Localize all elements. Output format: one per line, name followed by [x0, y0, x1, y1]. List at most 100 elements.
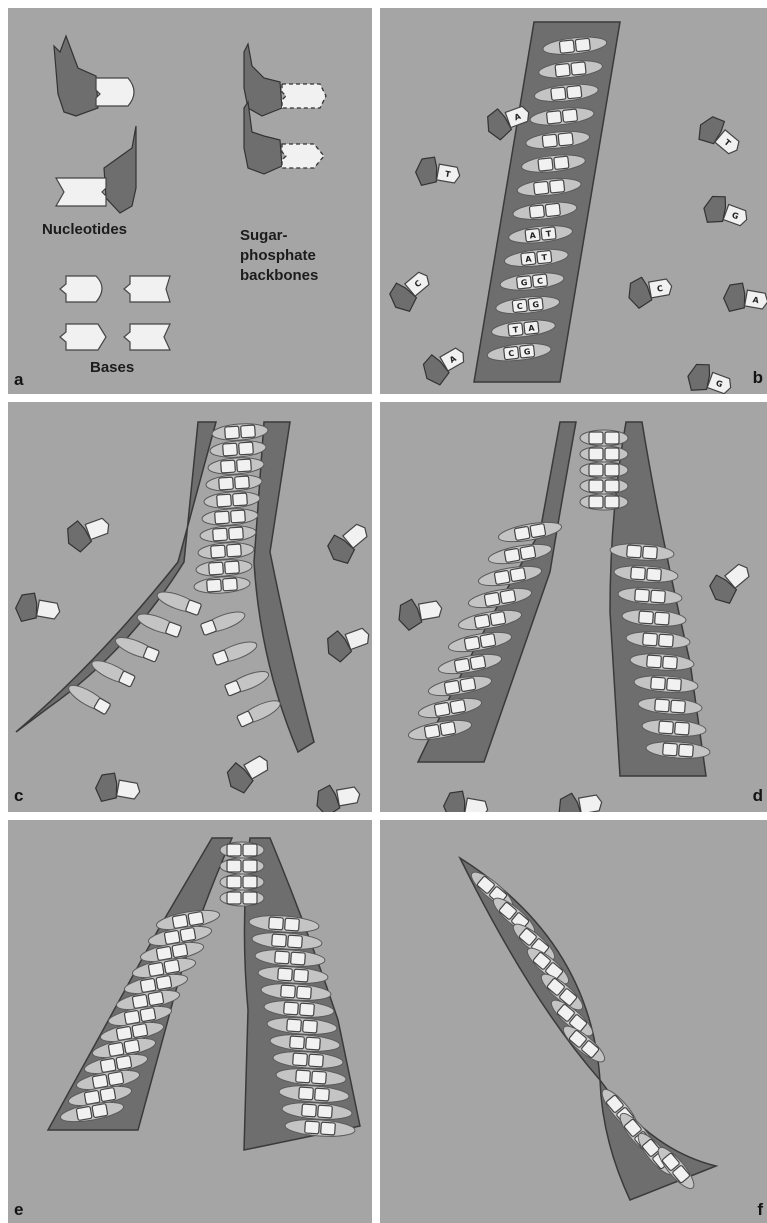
rung-ellipse — [198, 541, 255, 561]
sugar-phosphate-label-line3: backbones — [240, 266, 318, 286]
base-left — [484, 592, 500, 606]
base-right — [239, 442, 254, 455]
base-right — [300, 1003, 315, 1016]
free-nucleotide: A — [418, 341, 471, 389]
bases-label: Bases — [90, 358, 134, 378]
base-right — [490, 611, 506, 625]
base-right — [243, 892, 257, 904]
base-left — [589, 496, 603, 508]
base-left — [639, 611, 654, 624]
nucleotide-base — [117, 780, 141, 800]
rung-ellipse — [208, 456, 265, 476]
base-pair-rung — [220, 874, 264, 890]
base-letter: C — [516, 302, 523, 312]
base-right — [140, 1007, 156, 1021]
nucleotides-label: Nucleotides — [42, 220, 127, 240]
base-right — [655, 612, 670, 625]
base-right — [223, 578, 238, 591]
rung-ellipse — [580, 430, 628, 446]
base-left — [227, 892, 241, 904]
free-nucleotide: G — [684, 359, 736, 394]
free-nucleotide — [323, 621, 372, 664]
free-nucleotide: A — [722, 280, 767, 317]
base-right — [294, 969, 309, 982]
base-right — [172, 943, 188, 957]
single-strand-rung — [236, 696, 283, 728]
base-right — [116, 1055, 132, 1069]
base-pair-rung — [220, 858, 264, 874]
base-left — [227, 844, 241, 856]
base-left — [538, 158, 553, 171]
nucleotide-sugar — [396, 598, 423, 631]
base-right — [659, 634, 674, 647]
base-shape — [124, 276, 170, 302]
panel-label-c: c — [14, 786, 23, 806]
rung-ellipse — [580, 446, 628, 462]
base-pair-rung — [200, 524, 257, 544]
panel-c: c — [8, 402, 372, 812]
base-left — [296, 1070, 311, 1083]
base-left — [211, 545, 226, 558]
base-pair-rung — [580, 446, 628, 462]
panel-e: e — [8, 820, 372, 1223]
base-left — [655, 699, 670, 712]
base-shape — [124, 324, 170, 350]
single-strand-rung — [212, 638, 259, 667]
base-shape — [60, 324, 106, 350]
base-letter: G — [523, 347, 530, 357]
base-left — [272, 934, 287, 947]
single-strand-rung — [65, 681, 111, 716]
base-left — [164, 930, 180, 944]
base-right — [510, 567, 526, 581]
base-left — [278, 968, 293, 981]
base-right — [651, 590, 666, 603]
base-right — [450, 699, 466, 713]
base-left — [504, 548, 520, 562]
rung-ellipse — [204, 490, 261, 510]
nucleotide-base — [465, 798, 489, 812]
base-right — [231, 510, 246, 523]
panel-e-drawing — [8, 820, 372, 1223]
base-left — [92, 1074, 108, 1088]
base-right — [315, 1088, 330, 1101]
base-left — [148, 962, 164, 976]
nucleotide-sugar — [700, 191, 731, 227]
base-pair-rung — [210, 439, 267, 459]
rung-ellipse — [580, 462, 628, 478]
base-left — [223, 443, 238, 456]
free-nucleotide — [396, 594, 445, 631]
base-pair-rung — [580, 462, 628, 478]
nucleotide-base — [419, 600, 443, 620]
base-right — [291, 952, 306, 965]
base-right — [241, 425, 256, 438]
base-right — [575, 38, 590, 51]
base-left — [454, 658, 470, 672]
base-pair-rung — [206, 473, 263, 493]
panel-label-a: a — [14, 370, 23, 390]
panel-f: f — [380, 820, 767, 1223]
base-left — [589, 464, 603, 476]
base-right — [108, 1071, 124, 1085]
nucleotide-sugar — [14, 590, 41, 623]
base-left — [172, 914, 188, 928]
base-left — [627, 545, 642, 558]
base-left — [219, 477, 234, 490]
base-right — [227, 544, 242, 557]
base-right — [520, 545, 536, 559]
base-left — [225, 426, 240, 439]
base-pair-rung — [220, 842, 264, 858]
base-right — [303, 1020, 318, 1033]
base-left — [559, 40, 574, 53]
base-left — [287, 1019, 302, 1032]
base-pair-rung — [194, 575, 251, 595]
base-left — [132, 994, 148, 1008]
base-left — [299, 1087, 314, 1100]
rung-ellipse — [212, 422, 269, 442]
base-pair-rung — [196, 558, 253, 578]
base-right — [671, 700, 686, 713]
rung-ellipse — [580, 478, 628, 494]
base-left — [546, 111, 561, 124]
base-right — [235, 476, 250, 489]
base-left — [269, 917, 284, 930]
base-letter: C — [537, 276, 544, 286]
